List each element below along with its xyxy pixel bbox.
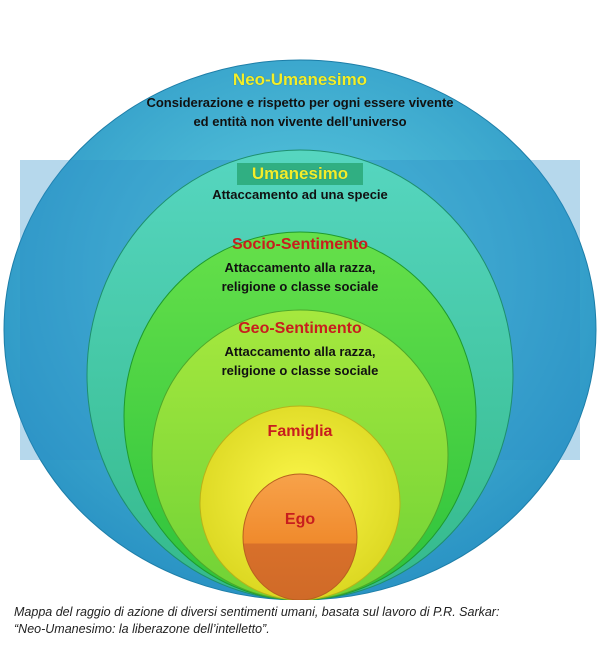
neo-umanesimo-title: Neo-Umanesimo <box>232 70 368 89</box>
geo-sentimento-desc-line1: Attaccamento alla razza, <box>224 344 376 359</box>
concentric-circles-diagram <box>3 59 597 600</box>
neo-umanesimo-desc-line1: Considerazione e rispetto per ogni esser… <box>146 95 454 110</box>
geo-sentimento-title: Geo-Sentimento <box>238 320 362 337</box>
socio-sentimento-desc-line1: Attaccamento alla razza, <box>224 260 376 275</box>
socio-sentimento-title: Socio-Sentimento <box>231 236 368 253</box>
geo-sentimento-desc-line2: religione o classe sociale <box>221 363 379 378</box>
caption-line-2: “Neo-Umanesimo: la liberazone dell’intel… <box>14 622 270 636</box>
ego-title: Ego <box>284 511 316 528</box>
ring-ego <box>242 473 358 600</box>
umanesimo-title: Umanesimo <box>251 164 349 183</box>
socio-sentimento-desc-line2: religione o classe sociale <box>221 279 379 294</box>
umanesimo-title-box <box>237 163 363 185</box>
umanesimo-desc: Attaccamento ad una specie <box>212 187 388 202</box>
famiglia-title: Famiglia <box>267 423 333 440</box>
caption-line-1: Mappa del raggio di azione di diversi se… <box>14 605 500 619</box>
figure-caption: Mappa del raggio di azione di diversi se… <box>14 604 594 638</box>
neo-umanesimo-desc-line2: ed entità non vivente dell’universo <box>193 114 407 129</box>
